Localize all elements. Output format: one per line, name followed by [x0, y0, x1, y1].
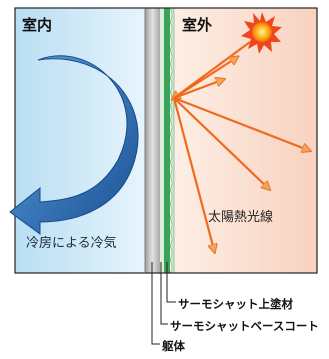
cooling-label: 冷房による冷気 [26, 236, 117, 251]
wall-body [145, 8, 160, 273]
ray-reflect-4 [173, 58, 236, 99]
outdoor-panel [174, 8, 317, 273]
sunlight-label: 太陽熱光線 [208, 210, 274, 225]
leader-base-coat [160, 262, 168, 325]
ray-reflect-5 [173, 80, 222, 100]
legend-top-coat: サーモシャット上塗材 [178, 297, 293, 311]
leader-body [151, 262, 160, 345]
sun-rays [172, 41, 308, 250]
legend-base-coat: サーモシャットベースコート [170, 319, 319, 333]
curved-arrow-icon [9, 55, 139, 235]
diagram-frame [14, 7, 318, 274]
ray-reflect-1 [172, 97, 214, 250]
leader-top-coat [166, 262, 176, 303]
top-coat-layer [164, 8, 170, 273]
legend-leaders [151, 262, 176, 345]
ray-reflect-3 [173, 96, 308, 150]
ray-reflect-2 [173, 97, 268, 188]
sun-icon [241, 12, 282, 54]
top-coat-surface [169, 7, 175, 274]
outdoor-label: 室外 [182, 16, 213, 34]
base-coat-layer [160, 8, 164, 273]
indoor-label: 室内 [22, 16, 53, 34]
legend-body: 躯体 [162, 339, 185, 353]
